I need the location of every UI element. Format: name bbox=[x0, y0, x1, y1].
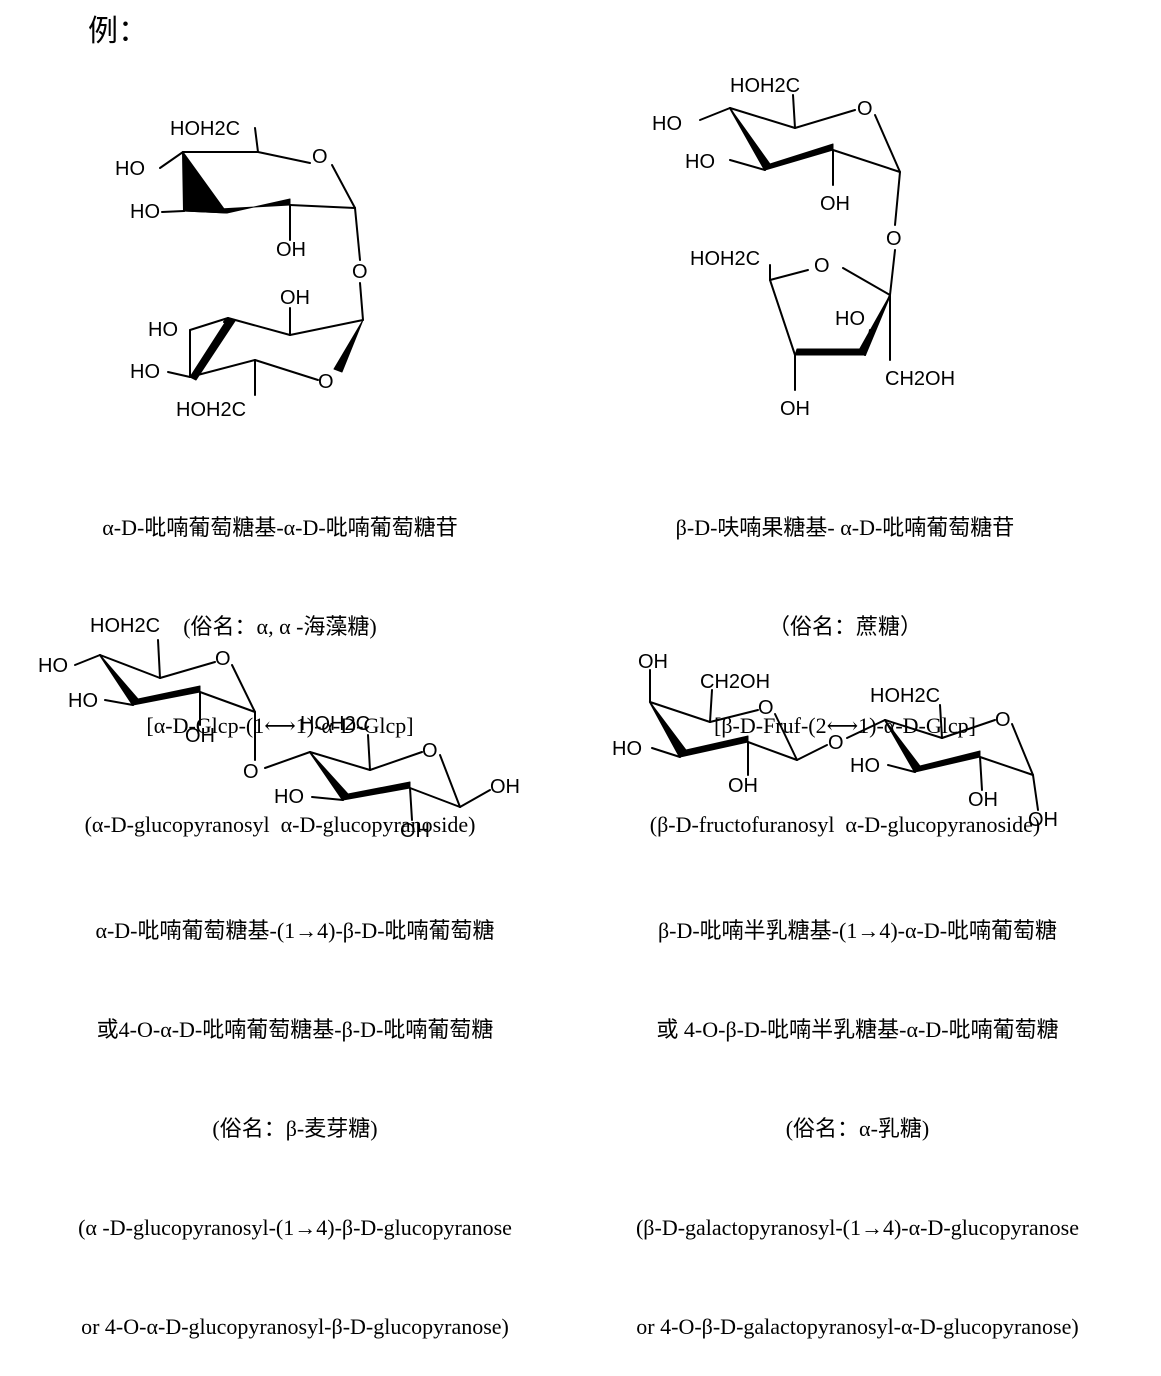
lactose-name-cn-alt: 或 4-O-β-D-吡喃半乳糖基-α-D-吡喃葡萄糖 bbox=[656, 1017, 1059, 1042]
label-ho-g3: HO bbox=[612, 738, 642, 760]
label-ho-3b: HO bbox=[148, 319, 178, 341]
maltose-structure: HOH2C HO HO OH O O HOH2C O HO OH OH bbox=[38, 615, 520, 842]
maltose-caption: α-D-吡喃葡萄糖基-(1→4)-β-D-吡喃葡萄糖 或4-O-α-D-吡喃葡萄… bbox=[20, 848, 570, 1376]
sucrose-abbrev: [β-D-Fruf-(2⟷1)-α-D-Glcp] bbox=[714, 713, 976, 738]
label-glycosidic-o: O bbox=[352, 261, 368, 283]
label-ring-oc: O bbox=[995, 709, 1011, 731]
label-glycosidic-o: O bbox=[243, 761, 259, 783]
sucrose-name-en: (β-D-fructofuranosyl α-D-glucopyranoside… bbox=[649, 812, 1041, 837]
example-heading: 例： bbox=[88, 15, 148, 48]
label-oh-g2: OH bbox=[728, 775, 758, 797]
label-hoh2c-top: HOH2C bbox=[730, 75, 800, 97]
label-hoh2c-bottom: HOH2C bbox=[176, 399, 246, 421]
lactose-bonds bbox=[649, 669, 1039, 811]
sucrose-name-cn: β-D-呋喃果糖基- α-D-吡喃葡萄糖苷 bbox=[675, 515, 1015, 540]
label-ring-og: O bbox=[758, 697, 774, 719]
label-glycosidic-o: O bbox=[828, 732, 844, 754]
label-ho-fructose-3: HO bbox=[835, 308, 865, 330]
lactose-common-name: (俗名：α-乳糖) bbox=[785, 1116, 930, 1141]
trehalose-bonds bbox=[159, 127, 364, 396]
lactose-name-en-alt: or 4-O-β-D-galactopyranosyl-α-D-glucopyr… bbox=[636, 1314, 1079, 1339]
trehalose-name-cn: α-D-吡喃葡萄糖基-α-D-吡喃葡萄糖苷 bbox=[102, 515, 458, 540]
lactose-name-en: (β-D-galactopyranosyl-(1→4)-α-D-glucopyr… bbox=[635, 1215, 1079, 1240]
maltose-name-en-alt: or 4-O-α-D-glucopyranosyl-β-D-glucopyran… bbox=[81, 1314, 509, 1339]
lactose-name-cn: β-D-吡喃半乳糖基-(1→4)-α-D-吡喃葡萄糖 bbox=[657, 918, 1058, 943]
label-oh-2: OH bbox=[820, 193, 850, 215]
maltose-name-cn: α-D-吡喃葡萄糖基-(1→4)-β-D-吡喃葡萄糖 bbox=[95, 918, 495, 943]
label-ring-of: O bbox=[814, 255, 830, 277]
label-oh-c1: OH bbox=[1028, 809, 1058, 831]
label-ho-4b: HO bbox=[130, 361, 160, 383]
maltose-bonds bbox=[74, 639, 491, 821]
label-hoh2c-c: HOH2C bbox=[870, 685, 940, 707]
maltose-common-name: (俗名：β-麦芽糖) bbox=[212, 1116, 378, 1141]
label-glycosidic-o: O bbox=[886, 228, 902, 250]
maltose-name-cn-alt: 或4-O-α-D-吡喃葡萄糖基-β-D-吡喃葡萄糖 bbox=[96, 1017, 494, 1042]
label-ch2oh: CH2OH bbox=[885, 368, 955, 390]
label-ho-a3: HO bbox=[68, 690, 98, 712]
label-ring-ob: O bbox=[422, 740, 438, 762]
sucrose-common-name: （俗名：蔗糖） bbox=[767, 614, 922, 639]
label-oh-g4: OH bbox=[638, 651, 668, 673]
label-oh-b2: OH bbox=[400, 820, 430, 842]
label-ring-oa: O bbox=[215, 648, 231, 670]
label-ho-c3: HO bbox=[850, 755, 880, 777]
label-ho-b3: HO bbox=[274, 786, 304, 808]
label-hoh2c-top: HOH2C bbox=[170, 118, 240, 140]
trehalose-caption: α-D-吡喃葡萄糖基-α-D-吡喃葡萄糖苷 (俗名：α, α -海藻糖) [α-… bbox=[20, 445, 540, 874]
label-hoh2c-b: HOH2C bbox=[300, 713, 370, 735]
label-oh-2: OH bbox=[276, 239, 306, 261]
label-ho-4: HO bbox=[115, 158, 145, 180]
label-ch2oh-g: CH2OH bbox=[700, 671, 770, 693]
maltose-name-en: (α -D-glucopyranosyl-(1→4)-β-D-glucopyra… bbox=[78, 1215, 512, 1240]
label-oh-2b: OH bbox=[280, 287, 310, 309]
label-oh-fructose-4: OH bbox=[780, 398, 810, 420]
trehalose-abbrev: [α-D-Glcp-(1⟷1)-α-D-Glcp] bbox=[146, 713, 414, 738]
lactose-structure: OH CH2OH O HO OH O HOH2C O HO OH OH bbox=[612, 651, 1058, 831]
lactose-caption: β-D-吡喃半乳糖基-(1→4)-α-D-吡喃葡萄糖 或 4-O-β-D-吡喃半… bbox=[575, 848, 1140, 1376]
sucrose-bonds bbox=[699, 94, 901, 391]
sucrose-caption: β-D-呋喃果糖基- α-D-吡喃葡萄糖苷 （俗名：蔗糖） [β-D-Fruf-… bbox=[585, 445, 1105, 874]
trehalose-common-name: (俗名：α, α -海藻糖) bbox=[183, 614, 377, 639]
label-oh-c2: OH bbox=[968, 789, 998, 811]
trehalose-structure: HOH2C HO HO OH O O OH HO HO HOH2C O bbox=[115, 118, 368, 421]
label-hoh2c-fructose: HOH2C bbox=[690, 248, 760, 270]
label-ho-3: HO bbox=[685, 151, 715, 173]
label-ring-o: O bbox=[312, 146, 328, 168]
label-hoh2c-a: HOH2C bbox=[90, 615, 160, 637]
label-oh-a2: OH bbox=[185, 725, 215, 747]
label-ring-o: O bbox=[857, 98, 873, 120]
label-oh-b1: OH bbox=[490, 776, 520, 798]
label-ho-3: HO bbox=[130, 201, 160, 223]
label-ho-4: HO bbox=[652, 113, 682, 135]
trehalose-name-en: (α-D-glucopyranosyl α-D-glucopyranoside) bbox=[84, 812, 476, 837]
sucrose-structure: HOH2C HO HO OH O O HOH2C O HO OH CH2OH bbox=[652, 75, 955, 420]
label-ho-a4: HO bbox=[38, 655, 68, 677]
label-ring-ob: O bbox=[318, 371, 334, 393]
